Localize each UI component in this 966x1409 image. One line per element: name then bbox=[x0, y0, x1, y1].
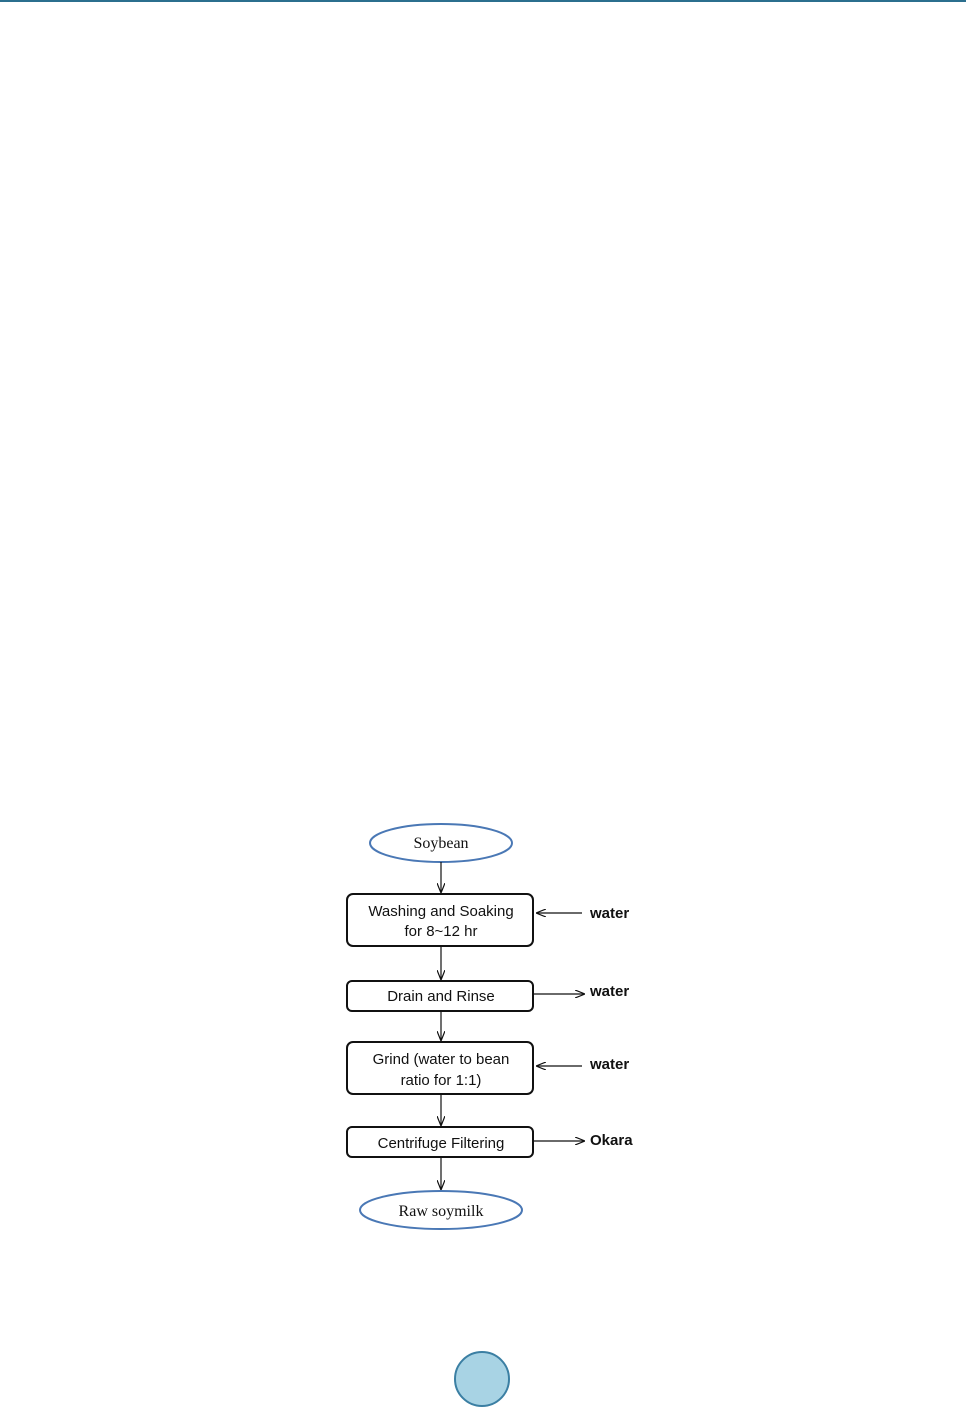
step-drain-rinse: Drain and Rinse bbox=[346, 980, 534, 1012]
end-node-label: Raw soymilk bbox=[399, 1203, 484, 1220]
step-centrifuge-filtering-label: Centrifuge Filtering bbox=[378, 1135, 505, 1152]
side-output-okara: Okara bbox=[590, 1132, 633, 1149]
step-grind-line2: ratio for 1:1) bbox=[401, 1072, 482, 1089]
side-output-water-2: water bbox=[589, 983, 629, 1000]
start-node: Soybean bbox=[369, 823, 513, 863]
step-grind-line1: Grind (water to bean bbox=[373, 1051, 510, 1068]
header-rule bbox=[0, 0, 966, 2]
step-grind: Grind (water to bean ratio for 1:1) bbox=[346, 1041, 534, 1095]
step-washing-soaking-line2: for 8~12 hr bbox=[405, 923, 478, 940]
start-node-label: Soybean bbox=[413, 835, 468, 852]
step-washing-soaking: Washing and Soaking for 8~12 hr bbox=[346, 893, 534, 947]
page-number-badge bbox=[454, 1351, 510, 1407]
end-node: Raw soymilk bbox=[359, 1190, 523, 1230]
side-input-water-1: water bbox=[589, 905, 629, 922]
step-washing-soaking-line1: Washing and Soaking bbox=[368, 903, 513, 920]
side-input-water-3: water bbox=[589, 1056, 629, 1073]
step-centrifuge-filtering: Centrifuge Filtering bbox=[346, 1126, 534, 1158]
step-drain-rinse-label: Drain and Rinse bbox=[387, 988, 495, 1005]
